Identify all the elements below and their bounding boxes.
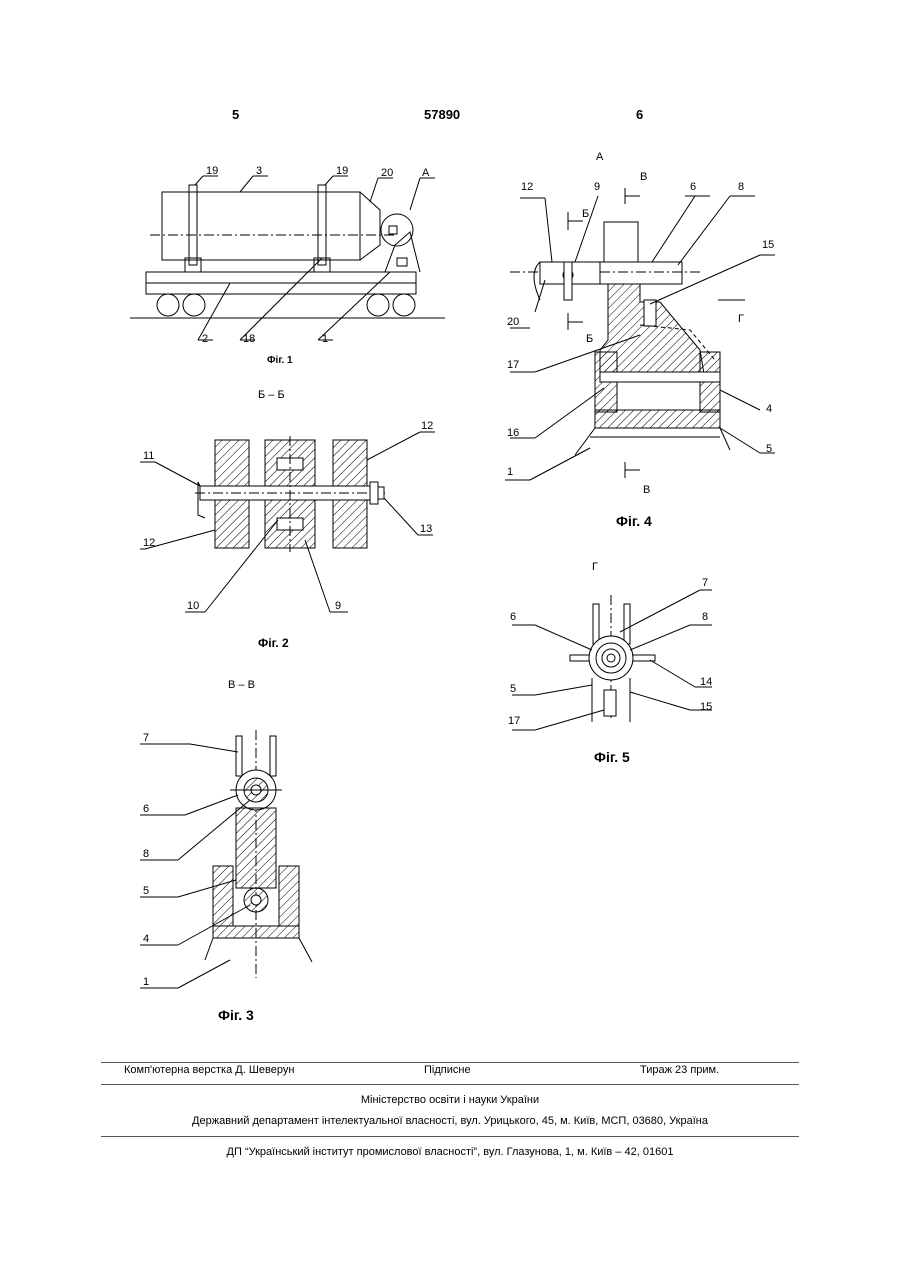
fig4-label-5: 5 [766, 443, 772, 455]
fig4-section-b-bottom: Б [586, 333, 593, 345]
fig3-label-8: 8 [143, 848, 149, 860]
fig5-label-14: 14 [700, 676, 712, 688]
fig1-label-a: A [422, 167, 430, 179]
fig1-label-18: 18 [243, 333, 255, 345]
fig3-caption: Фіг. 3 [218, 1007, 254, 1023]
figure-3 [140, 730, 312, 988]
fig5-label-5: 5 [510, 683, 516, 695]
footer-rule-bottom [101, 1136, 799, 1137]
fig3-label-5: 5 [143, 885, 149, 897]
fig4-section-v-top: В [640, 171, 647, 183]
fig1-label-1: 1 [322, 333, 328, 345]
fig5-label-7: 7 [702, 577, 708, 589]
fig4-section-b-top: Б [582, 208, 589, 220]
footer-layout-credit: Комп'ютерна верстка Д. Шеверун [124, 1064, 294, 1076]
fig3-label-6: 6 [143, 803, 149, 815]
fig1-label-19b: 19 [336, 165, 348, 177]
footer-circulation: Тираж 23 прим. [640, 1064, 719, 1076]
figure-1 [130, 176, 445, 340]
fig2-section-title: Б – Б [258, 389, 285, 401]
fig4-caption: Фіг. 4 [616, 513, 652, 529]
figure-2 [140, 432, 435, 612]
fig4-label-15: 15 [762, 239, 774, 251]
footer-department: Державний департамент інтелектуальної вл… [101, 1115, 799, 1127]
fig2-label-12b: 12 [143, 537, 155, 549]
footer-institute: ДП “Український інститут промислової вла… [101, 1146, 799, 1158]
fig1-label-2: 2 [202, 333, 208, 345]
fig4-label-16: 16 [507, 427, 519, 439]
fig2-label-10: 10 [187, 600, 199, 612]
fig2-label-12a: 12 [421, 420, 433, 432]
fig4-view-g: Г [738, 313, 744, 325]
footer-ministry: Міністерство освіти і науки України [101, 1094, 799, 1106]
fig1-label-20: 20 [381, 167, 393, 179]
fig3-label-7: 7 [143, 732, 149, 744]
figure-4 [505, 188, 775, 480]
footer-rule-top [101, 1062, 799, 1063]
fig1-caption: Фіг. 1 [267, 355, 293, 366]
fig5-caption: Фіг. 5 [594, 749, 630, 765]
fig2-label-9: 9 [335, 600, 341, 612]
fig4-label-6: 6 [690, 181, 696, 193]
figure-1-labels: 19 3 19 20 A 2 18 1 Фіг. 1 [202, 165, 430, 366]
fig5-label-6: 6 [510, 611, 516, 623]
fig3-section-title: В – В [228, 679, 255, 691]
fig5-label-17: 17 [508, 715, 520, 727]
fig2-label-11: 11 [143, 450, 154, 462]
footer-rule-middle [101, 1084, 799, 1085]
figure-5 [512, 590, 712, 730]
fig1-label-3: 3 [256, 165, 262, 177]
fig5-view-title: Г [592, 561, 598, 573]
fig4-label-12: 12 [521, 181, 533, 193]
fig4-label-9: 9 [594, 181, 600, 193]
fig2-label-13: 13 [420, 523, 432, 535]
footer-signed: Підписне [424, 1064, 471, 1076]
fig3-label-4: 4 [143, 933, 149, 945]
fig4-section-v-bottom: В [643, 484, 650, 496]
fig4-view-title: A [596, 151, 604, 163]
fig4-label-17: 17 [507, 359, 519, 371]
fig3-label-1: 1 [143, 976, 149, 988]
fig4-label-20: 20 [507, 316, 519, 328]
fig5-label-8: 8 [702, 611, 708, 623]
fig4-label-1: 1 [507, 466, 513, 478]
fig5-label-15: 15 [700, 701, 712, 713]
fig2-caption: Фіг. 2 [258, 636, 289, 650]
fig1-label-19a: 19 [206, 165, 218, 177]
fig4-label-8: 8 [738, 181, 744, 193]
fig4-label-4: 4 [766, 403, 772, 415]
